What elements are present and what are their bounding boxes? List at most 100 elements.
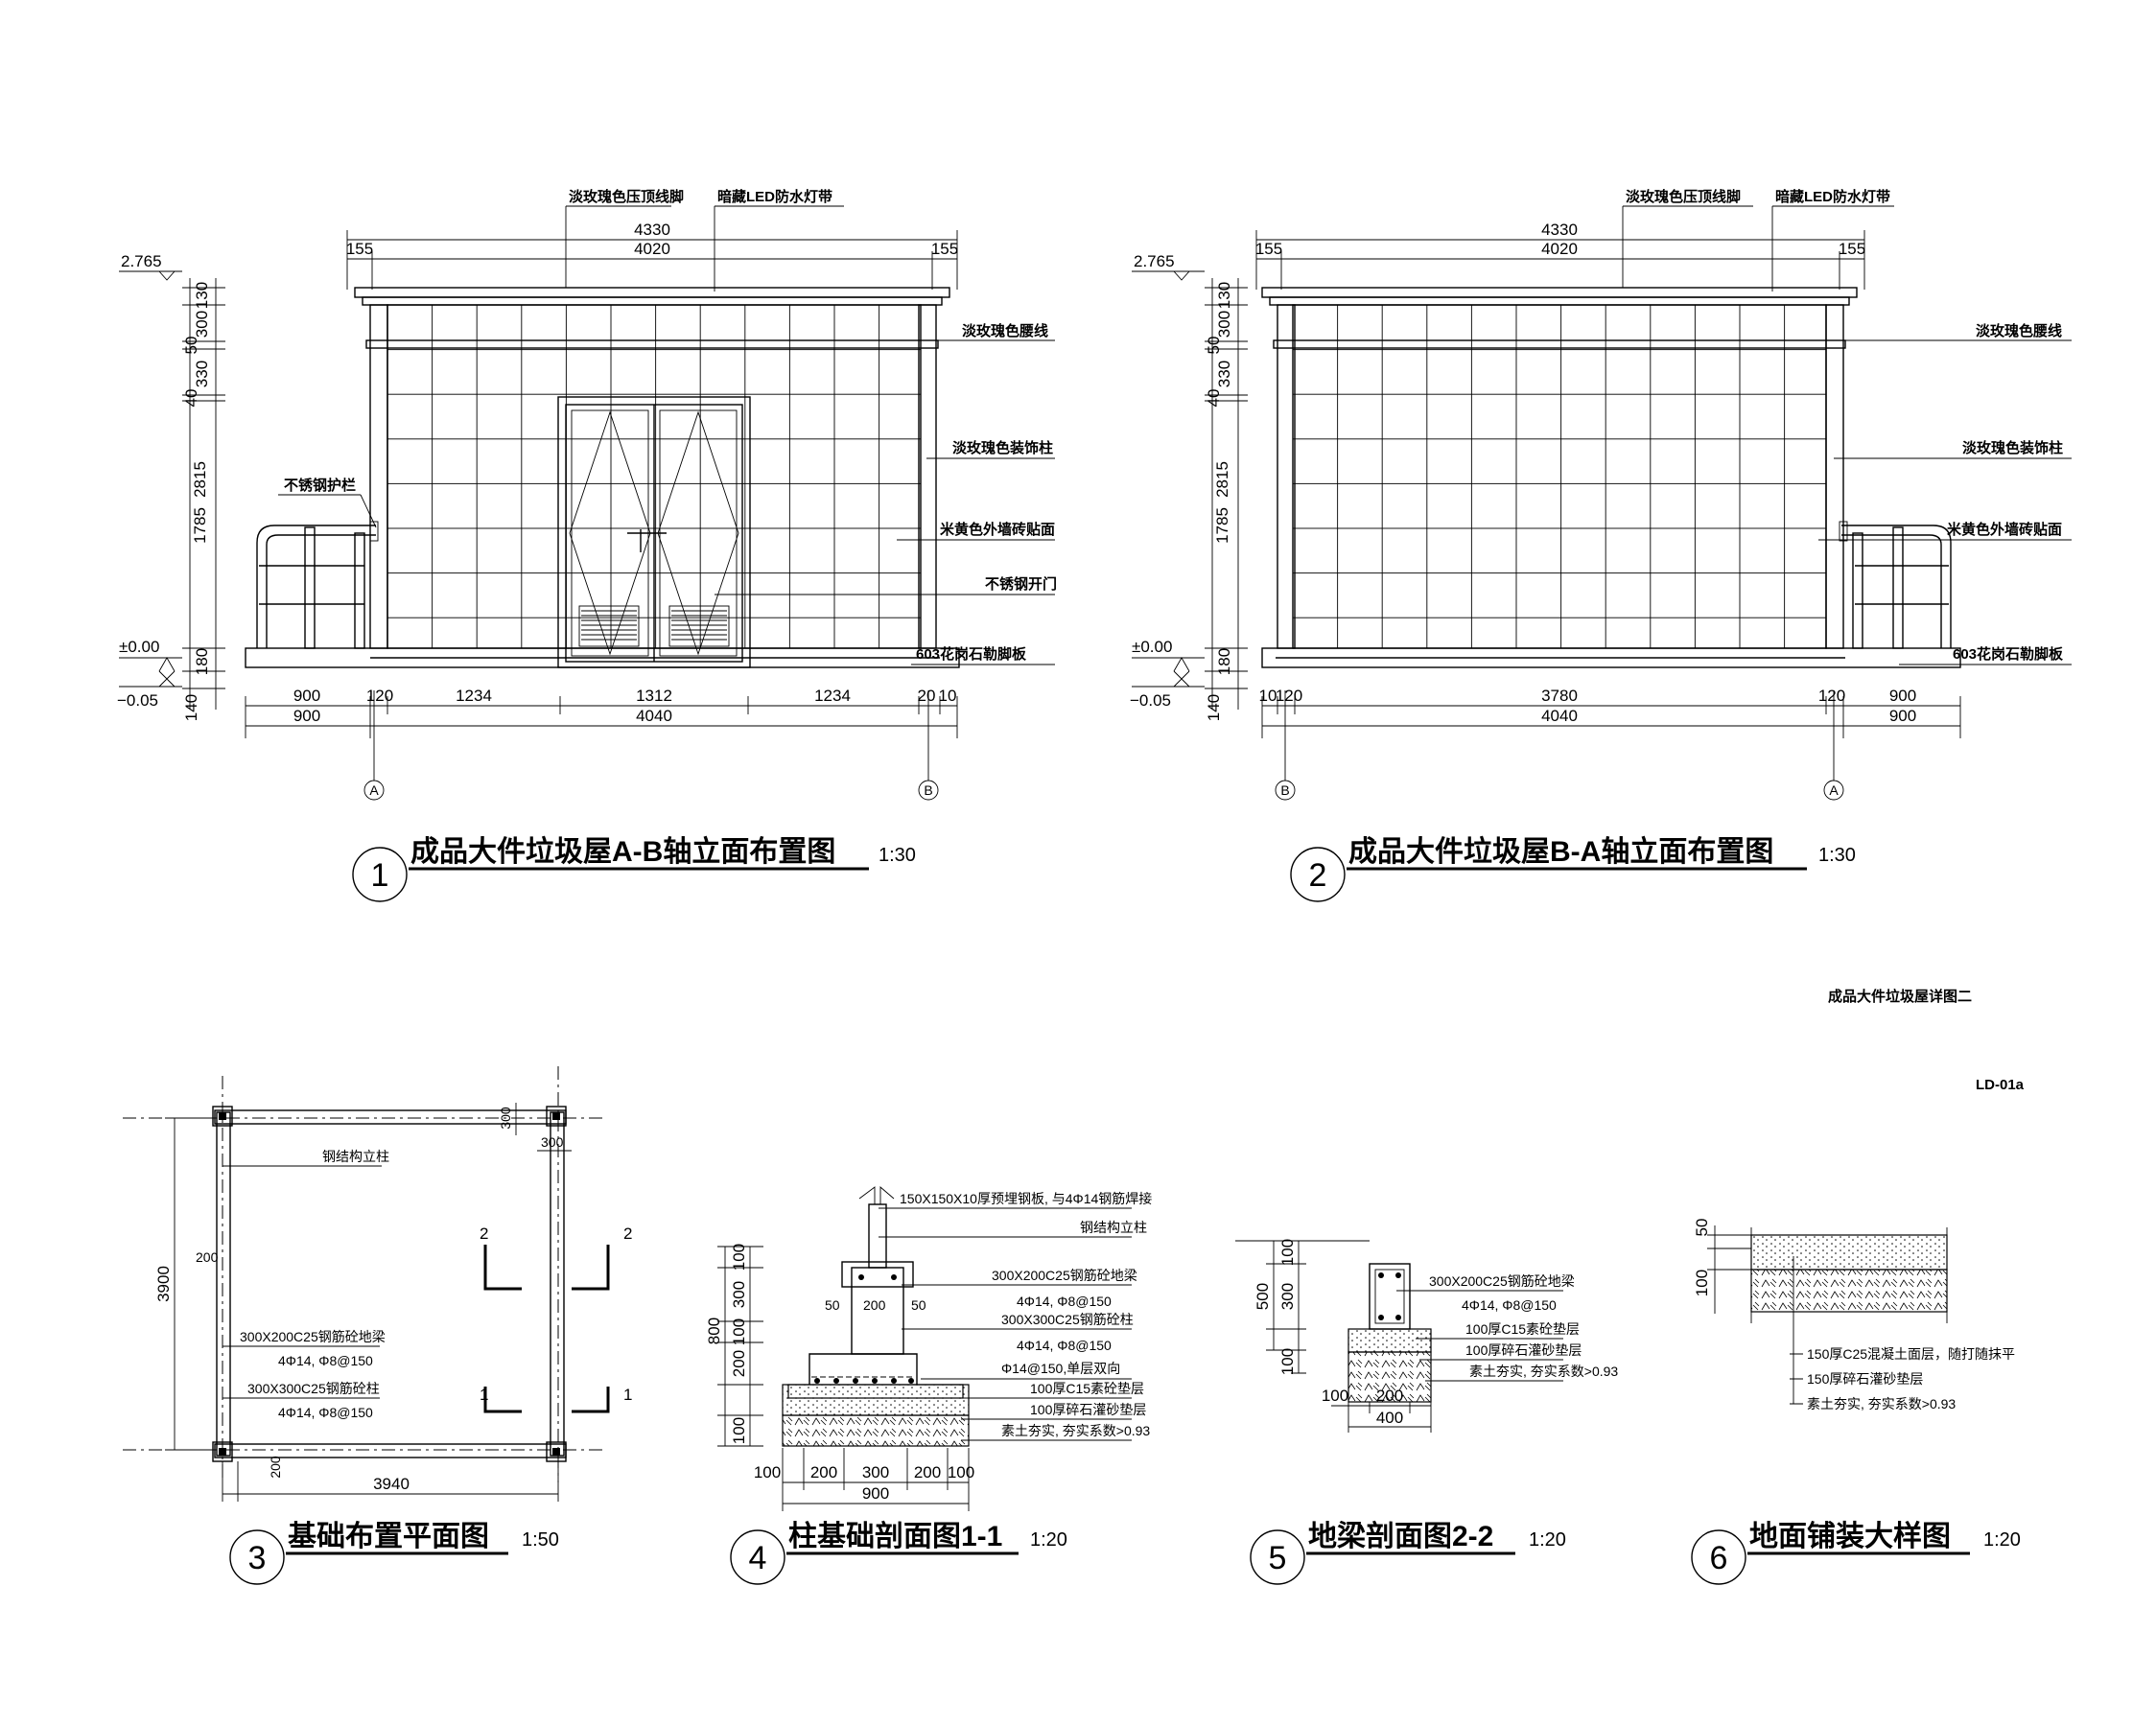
bdim-1312: 1312	[636, 687, 672, 705]
pave-note-gravel: 150厚碎石灌砂垫层	[1807, 1371, 1923, 1387]
note-coping: 淡玫瑰色压顶线脚	[569, 188, 684, 205]
vdim-300: 300	[193, 311, 211, 338]
dim-4330: 4330	[634, 221, 670, 239]
plan-note-beam: 300X200C25钢筋砼地梁	[240, 1329, 386, 1344]
plan-note-col: 300X300C25钢筋砼柱	[247, 1381, 380, 1396]
sec1-vdim-100a: 100	[730, 1244, 748, 1271]
title-sec2: 地梁剖面图2-2	[1308, 1521, 1493, 1552]
sec1-bdim-100a: 100	[754, 1463, 781, 1481]
note-waistline: 淡玫瑰色腰线	[962, 322, 1048, 339]
sec2-note-beam: 300X200C25钢筋砼地梁	[1429, 1273, 1575, 1289]
dim2-155-left: 155	[1255, 240, 1282, 258]
sec2-bdim-400: 400	[1376, 1409, 1403, 1427]
plan-note-column: 钢结构立柱	[322, 1149, 389, 1164]
note-led: 暗藏LED防水灯带	[717, 188, 832, 205]
sec2-note-soil: 素土夯实, 夯实系数>0.93	[1469, 1364, 1618, 1379]
title-num-4: 4	[749, 1540, 767, 1576]
sec-mark-1b: 1	[623, 1386, 632, 1404]
bdim2a-3780: 3780	[1541, 687, 1578, 705]
title-sec1: 柱基础剖面图1-1	[788, 1521, 1002, 1552]
note-railing: 不锈钢护栏	[284, 477, 356, 494]
sheet-code: LD-01a	[1976, 1077, 2025, 1093]
sec2-vdim-300: 300	[1278, 1283, 1297, 1310]
bdim-900: 900	[293, 687, 320, 705]
vdim-180: 180	[193, 648, 211, 675]
vdim-130: 130	[193, 282, 211, 309]
pave-note-soil: 素土夯实, 夯实系数>0.93	[1807, 1396, 1956, 1411]
dim2-155-right: 155	[1839, 240, 1865, 258]
title-num-2: 2	[1309, 857, 1327, 894]
vdim2-330: 330	[1215, 361, 1233, 387]
plan-dim-300a: 300	[498, 1107, 513, 1130]
plan-note-col-rebar: 4Φ14, Φ8@150	[278, 1405, 373, 1420]
sec-mark-2a: 2	[480, 1225, 488, 1243]
vdim-50: 50	[182, 337, 200, 355]
bdim2b-900: 900	[1889, 707, 1916, 725]
dim-155-left: 155	[346, 240, 373, 258]
plan-dim-200b: 200	[268, 1456, 283, 1479]
pave-vdim-100: 100	[1693, 1270, 1711, 1296]
ground-beam-section: 300X200C25钢筋砼地梁 4Φ14, Φ8@150 100厚C15素砼垫层…	[1235, 1239, 1618, 1585]
note2-wall-tile: 米黄色外墙砖贴面	[1947, 521, 2062, 538]
level-marks: 2.765 ±0.00 −0.05	[117, 252, 182, 710]
bdim2-900: 900	[293, 707, 320, 725]
sec2-note-rebar: 4Φ14, Φ8@150	[1462, 1297, 1557, 1313]
title-num-1: 1	[371, 857, 389, 894]
sec1-note-gravel: 100厚碎石灌砂垫层	[1030, 1402, 1146, 1417]
title-num-3: 3	[248, 1540, 267, 1576]
sec1-note-col: 300X300C25钢筋砼柱	[1001, 1312, 1134, 1327]
sec1-note-mesh: Φ14@150,单层双向	[1001, 1361, 1120, 1376]
dim-155-right: 155	[931, 240, 958, 258]
paving-detail: 50 100 150厚C25混凝土面层，随打随抹平 150厚碎石灌砂垫层 素土夯…	[1691, 1219, 2021, 1585]
sec1-note-soil: 素土夯实, 夯实系数>0.93	[1001, 1423, 1150, 1438]
vdim2-300: 300	[1215, 311, 1233, 338]
pave-note-concrete: 150厚C25混凝土面层，随打随抹平	[1807, 1346, 2015, 1362]
axis-b: B	[924, 782, 932, 798]
bdim2-4040: 4040	[636, 707, 672, 725]
sec1-idim-50b: 50	[911, 1297, 926, 1313]
sec-mark-1a: 1	[480, 1386, 488, 1404]
sec1-note-plate: 150X150X10厚预埋钢板, 与4Φ14钢筋焊接	[900, 1191, 1152, 1206]
scale-sec2: 1:20	[1529, 1529, 1566, 1551]
sec1-bdim-300: 300	[862, 1463, 889, 1481]
bdim-120: 120	[366, 687, 393, 705]
vdim2-50: 50	[1205, 337, 1223, 355]
sec1-vdim-100b: 100	[730, 1318, 748, 1345]
note-wall-tile: 米黄色外墙砖贴面	[940, 521, 1055, 538]
sec-mark-2b: 2	[623, 1225, 632, 1243]
note2-led: 暗藏LED防水灯带	[1775, 188, 1890, 205]
sheet-title: 成品大件垃圾屋详图二	[1828, 988, 1972, 1005]
title-num-5: 5	[1269, 1540, 1287, 1576]
level2-2765: 2.765	[1134, 252, 1175, 270]
sec2-note-c15: 100厚C15素砼垫层	[1465, 1321, 1580, 1337]
sec1-note-col-rebar: 4Φ14, Φ8@150	[1017, 1338, 1112, 1353]
sec1-note-beam-rebar: 4Φ14, Φ8@150	[1017, 1294, 1112, 1309]
level-2765: 2.765	[121, 252, 162, 270]
plan-dim-3900: 3900	[154, 1266, 173, 1302]
sec2-bdim-200: 200	[1376, 1387, 1403, 1405]
steel-railing-2	[1839, 521, 1952, 649]
bdim-10: 10	[939, 687, 957, 705]
plan-dim-300b: 300	[541, 1134, 564, 1150]
vdim-2815: 2815	[191, 461, 209, 498]
elevation-2: 4330 4020 155 155 淡玫瑰色压顶线脚 暗藏LED防水灯带 淡玫瑰…	[1130, 188, 2072, 902]
bdim2a-900: 900	[1889, 687, 1916, 705]
title-plan: 基础布置平面图	[288, 1521, 489, 1552]
sec1-idim-200: 200	[863, 1297, 886, 1313]
title-pave: 地面铺装大样图	[1749, 1521, 1951, 1552]
vdim2-2815: 2815	[1213, 461, 1231, 498]
axis-a: A	[369, 782, 379, 798]
title-elev-1: 成品大件垃圾屋A-B轴立面布置图	[410, 835, 835, 868]
note-granite-skirting: 603花岗石勒脚板	[916, 645, 1027, 663]
foundation-plan: 钢结构立柱 300X200C25钢筋砼地梁 4Φ14, Φ8@150 300X3…	[123, 1066, 632, 1585]
level2-0: ±0.00	[1132, 638, 1172, 656]
scale-elev-2: 1:30	[1818, 845, 1856, 866]
sec2-vdim-100a: 100	[1278, 1239, 1297, 1266]
sec2-vdim-100b: 100	[1278, 1348, 1297, 1375]
sec1-vdim-800: 800	[705, 1318, 723, 1344]
vdim2-40: 40	[1205, 389, 1223, 408]
level2-minus: −0.05	[1130, 691, 1171, 710]
vdim2-1785: 1785	[1213, 507, 1231, 544]
vdim2-180: 180	[1215, 648, 1233, 675]
